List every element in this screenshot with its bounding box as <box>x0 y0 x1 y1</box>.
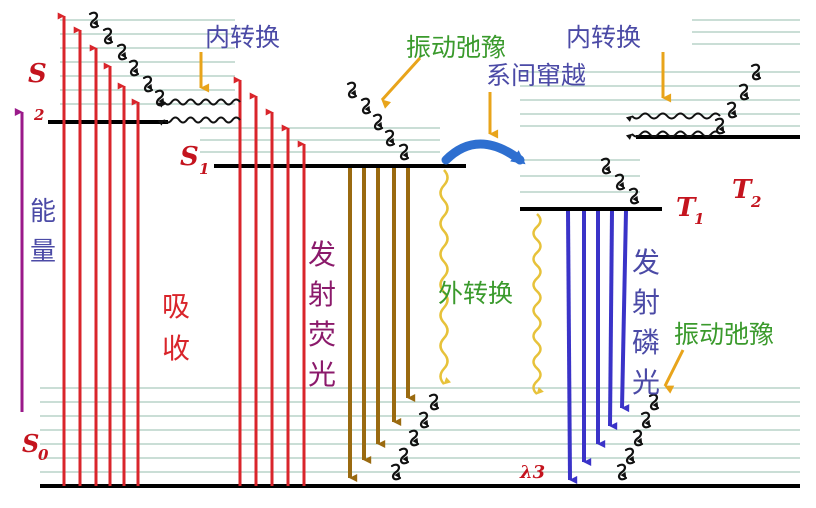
fluorescence-label-char-3: 荧 <box>308 318 336 351</box>
s0-subscript-label: 0 <box>38 446 49 464</box>
squiggle-arrow-icon <box>346 81 358 99</box>
t2-subscript-label: 2 <box>750 193 761 211</box>
absorption-label-char-2: 收 <box>162 332 190 365</box>
squiggle-arrow-icon <box>398 143 410 161</box>
squiggle-arrow-icon <box>640 411 652 429</box>
energy-label-char-2: 量 <box>30 237 56 267</box>
fluorescence-label-char-1: 发 <box>308 238 336 271</box>
s1-state-label: S <box>180 142 199 172</box>
squiggle-arrow-icon <box>616 463 628 481</box>
squiggle-arrow-icon <box>632 429 644 447</box>
phosphorescence-label-char-4: 光 <box>632 366 660 399</box>
squiggle-arrow-icon <box>102 27 114 45</box>
s0-state-label: S <box>22 429 39 458</box>
nonradiative-squiggles <box>88 11 762 481</box>
electronic-energy-levels <box>40 120 800 488</box>
vibrational-relaxation-top-label: 振动弛豫 <box>406 33 506 62</box>
internal-conversion-wavy-arrow-upper <box>157 98 241 108</box>
phosphorescence-emission-arrow <box>608 210 618 431</box>
squiggle-arrow-icon <box>714 117 726 135</box>
squiggle-arrow-icon <box>648 393 660 411</box>
squiggle-arrow-icon <box>614 173 626 191</box>
phosphorescence-emission-arrow <box>620 210 630 413</box>
s2-subscript-label: 2 <box>33 106 44 124</box>
t1-subscript-label: 1 <box>694 210 704 228</box>
phosphorescence-emission-arrow <box>566 210 578 484</box>
external-conversion-label: 外转换 <box>438 279 513 308</box>
squiggle-arrow-icon <box>360 97 372 115</box>
squiggle-arrow-icon <box>384 129 396 147</box>
squiggle-arrow-icon <box>738 83 750 101</box>
internal-conversion-wavy-arrow-t-lower <box>625 130 721 140</box>
squiggle-arrow-icon <box>428 393 440 411</box>
vibrational-relaxation-bottom-arrow-pointer-icon <box>663 349 685 394</box>
absorption-label-char-1: 吸 <box>162 290 190 323</box>
energy-label-char-1: 能 <box>30 197 56 227</box>
squiggle-arrow-icon <box>390 463 402 481</box>
squiggle-arrow-icon <box>372 113 384 131</box>
phosphorescence-label-char-3: 磷 <box>632 326 660 359</box>
internal-conversion-wavy-arrow-t-upper <box>625 112 721 122</box>
squiggle-arrow-icon <box>600 157 612 175</box>
phosphorescence-label-char-2: 射 <box>632 286 660 319</box>
vibrational-relaxation-top-arrow-pointer-icon <box>380 56 422 109</box>
squiggle-arrow-icon <box>726 101 738 119</box>
fluorescence-label-char-2: 射 <box>308 278 336 311</box>
squiggle-arrow-icon <box>624 447 636 465</box>
internal-conversion-left-label: 内转换 <box>205 23 280 52</box>
s1-subscript-label: 1 <box>199 160 209 178</box>
squiggle-arrow-icon <box>418 411 430 429</box>
squiggle-arrow-icon <box>628 187 640 205</box>
lambda-3-label: λ3 <box>519 462 545 483</box>
squiggle-arrow-icon <box>88 11 100 29</box>
fluorescence-label-char-4: 光 <box>308 358 336 391</box>
s2-state-label: S <box>28 59 47 89</box>
squiggle-arrow-icon <box>408 429 420 447</box>
squiggle-arrow-icon <box>154 89 166 107</box>
external-conversion-wavy-arrow-s1 <box>439 169 452 385</box>
t2-state-label: T <box>732 175 753 205</box>
vibrational-sublevels <box>40 19 800 473</box>
external-conversion-wavy-arrow-t1 <box>532 213 544 395</box>
squiggle-arrow-icon <box>750 63 762 81</box>
internal-conversion-right-label: 内转换 <box>566 23 641 52</box>
intersystem-crossing-label: 系间窜越 <box>486 61 586 90</box>
internal-conversion-wavy-arrow-lower <box>157 116 241 126</box>
squiggle-arrow-icon <box>142 75 154 93</box>
intersystem-crossing-arrow-icon <box>441 139 526 165</box>
squiggle-arrow-icon <box>128 59 140 77</box>
vibrational-relaxation-bottom-label: 振动弛豫 <box>674 320 774 349</box>
t1-state-label: T <box>676 193 697 223</box>
transition-arrows <box>57 12 721 486</box>
squiggle-arrow-icon <box>398 447 410 465</box>
squiggle-arrow-icon <box>116 43 128 61</box>
phosphorescence-label-char-1: 发 <box>632 246 660 279</box>
